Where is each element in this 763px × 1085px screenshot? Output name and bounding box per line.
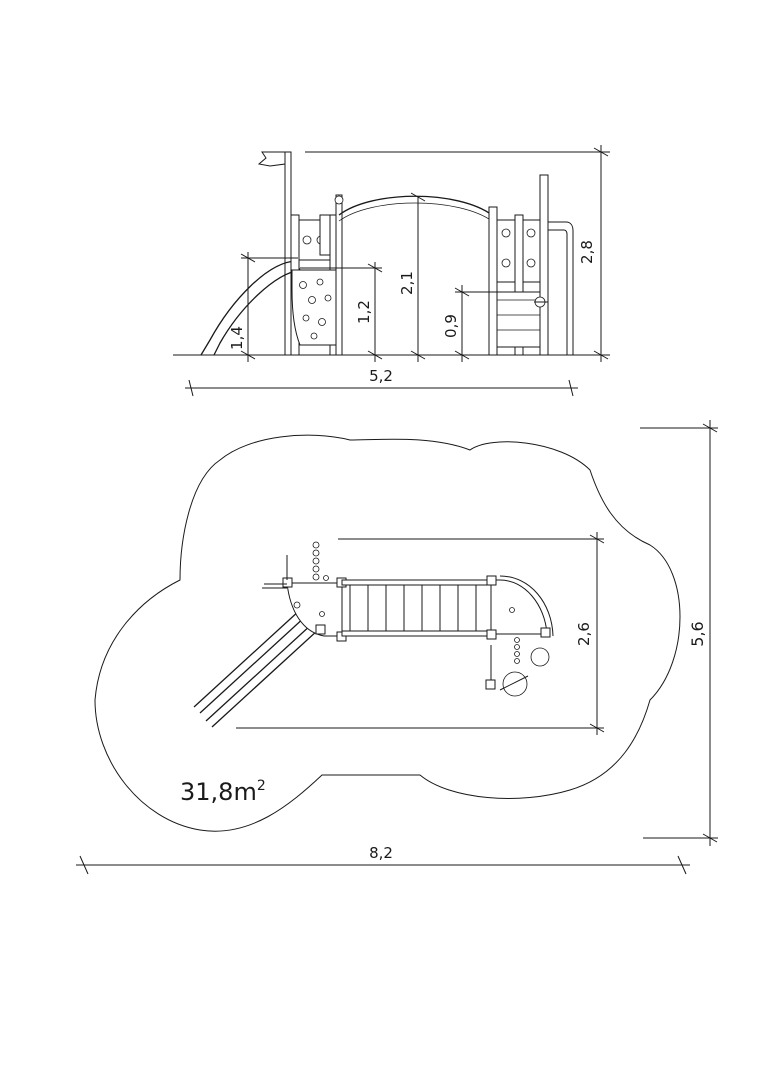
side-height-label: 2,8	[578, 240, 596, 264]
area-unit: m	[233, 778, 256, 806]
right-platform	[485, 575, 554, 697]
safety-zone-outline	[94, 434, 681, 832]
slide-height-dimension: 1,4	[228, 252, 298, 362]
arch-height-dimension: 2,1	[398, 192, 426, 362]
zone-width-label: 8,2	[369, 844, 393, 862]
plan-view: 2,6 5,6 8,2 31,8m2	[76, 420, 718, 875]
plan-slide	[193, 609, 319, 728]
ladder-bridge	[341, 579, 492, 637]
left-tower	[290, 194, 344, 356]
side-width-dimension: 5,2	[185, 367, 578, 397]
equipment-depth-label: 2,6	[575, 622, 593, 646]
low-platform-height-label: 0,9	[442, 314, 460, 338]
arch-height-label: 2,1	[398, 271, 416, 295]
flag	[257, 151, 292, 356]
side-elevation: 5,2 2,8 2,1 1,4	[173, 145, 610, 397]
platform-height-dimension: 1,2	[300, 262, 383, 362]
area-exponent: 2	[257, 778, 266, 794]
low-platform-height-dimension: 0,9	[442, 285, 497, 362]
equipment-depth-dimension: 2,6	[575, 532, 605, 735]
area-label: 31,8m2	[180, 778, 266, 806]
zone-depth-label: 5,6	[688, 621, 707, 646]
slide-height-label: 1,4	[228, 326, 246, 350]
zone-depth-dimension: 5,6	[688, 420, 718, 846]
area-value: 31,8	[180, 778, 233, 806]
arch	[338, 195, 493, 222]
side-height-dimension: 2,8	[305, 145, 610, 362]
left-platform	[262, 541, 347, 642]
side-width-label: 5,2	[369, 367, 393, 385]
right-tower	[488, 174, 574, 356]
zone-width-dimension: 8,2	[76, 844, 690, 875]
platform-height-label: 1,2	[355, 300, 373, 324]
